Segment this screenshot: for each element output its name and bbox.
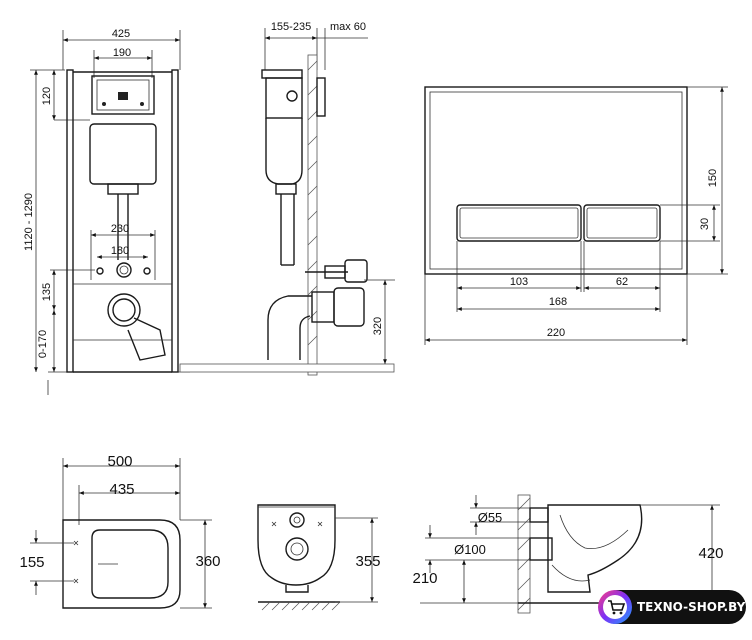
frame-side-view: 155-235 max 60 (179, 21, 395, 376)
bowl-pipe-large-label: Ø100 (454, 542, 486, 557)
frame-front-view: 425 190 120 1120 - 1290 135 0-170 (23, 28, 190, 395)
side-drain-height-label: 320 (372, 317, 384, 335)
frame-inner-width-label: 190 (113, 47, 131, 59)
bowl-drain-height-label: 210 (412, 570, 437, 587)
plate-width-label: 220 (547, 327, 565, 339)
bowl-rim-height-label: 420 (698, 545, 723, 562)
bowl-inner-length-label: 435 (109, 481, 134, 498)
brand-badge[interactable]: TEXNO-SHOP.BY (598, 590, 746, 624)
plate-key-height-label: 30 (699, 218, 711, 230)
plate-right-key-label: 62 (616, 276, 628, 288)
frame-width-label: 425 (112, 28, 130, 40)
frame-bolt-spacing-inner: 180 (111, 245, 129, 257)
bowl-pipe-small-label: Ø55 (478, 510, 503, 525)
flush-plate-view: 150 30 103 62 168 220 (424, 86, 728, 345)
frame-pipe-height-label: 135 (41, 283, 53, 301)
bowl-back-width-label: 355 (355, 553, 380, 570)
frame-height-label: 1120 - 1290 (23, 193, 35, 251)
bowl-mount-offset-label: 155 (19, 554, 44, 571)
frame-top-offset-label: 120 (41, 87, 53, 105)
plate-left-key-label: 103 (510, 276, 528, 288)
bowl-top-view: 500 435 155 360 (19, 453, 221, 609)
side-max-panel-label: max 60 (330, 21, 366, 33)
bowl-back-view: 355 (257, 504, 381, 611)
bowl-side-view: Ø55 Ø100 210 420 (412, 494, 724, 614)
plate-height-label: 150 (707, 169, 719, 187)
frame-floor-adjust-label: 0-170 (37, 330, 49, 358)
brand-name: TEXNO-SHOP.BY (637, 600, 746, 614)
side-depth-label: 155-235 (271, 21, 311, 33)
frame-bolt-spacing-outer: 230 (111, 223, 129, 235)
plate-keys-total-label: 168 (549, 296, 567, 308)
bowl-length-label: 500 (107, 453, 132, 470)
cart-icon (608, 600, 626, 615)
bowl-width-label: 360 (195, 553, 220, 570)
